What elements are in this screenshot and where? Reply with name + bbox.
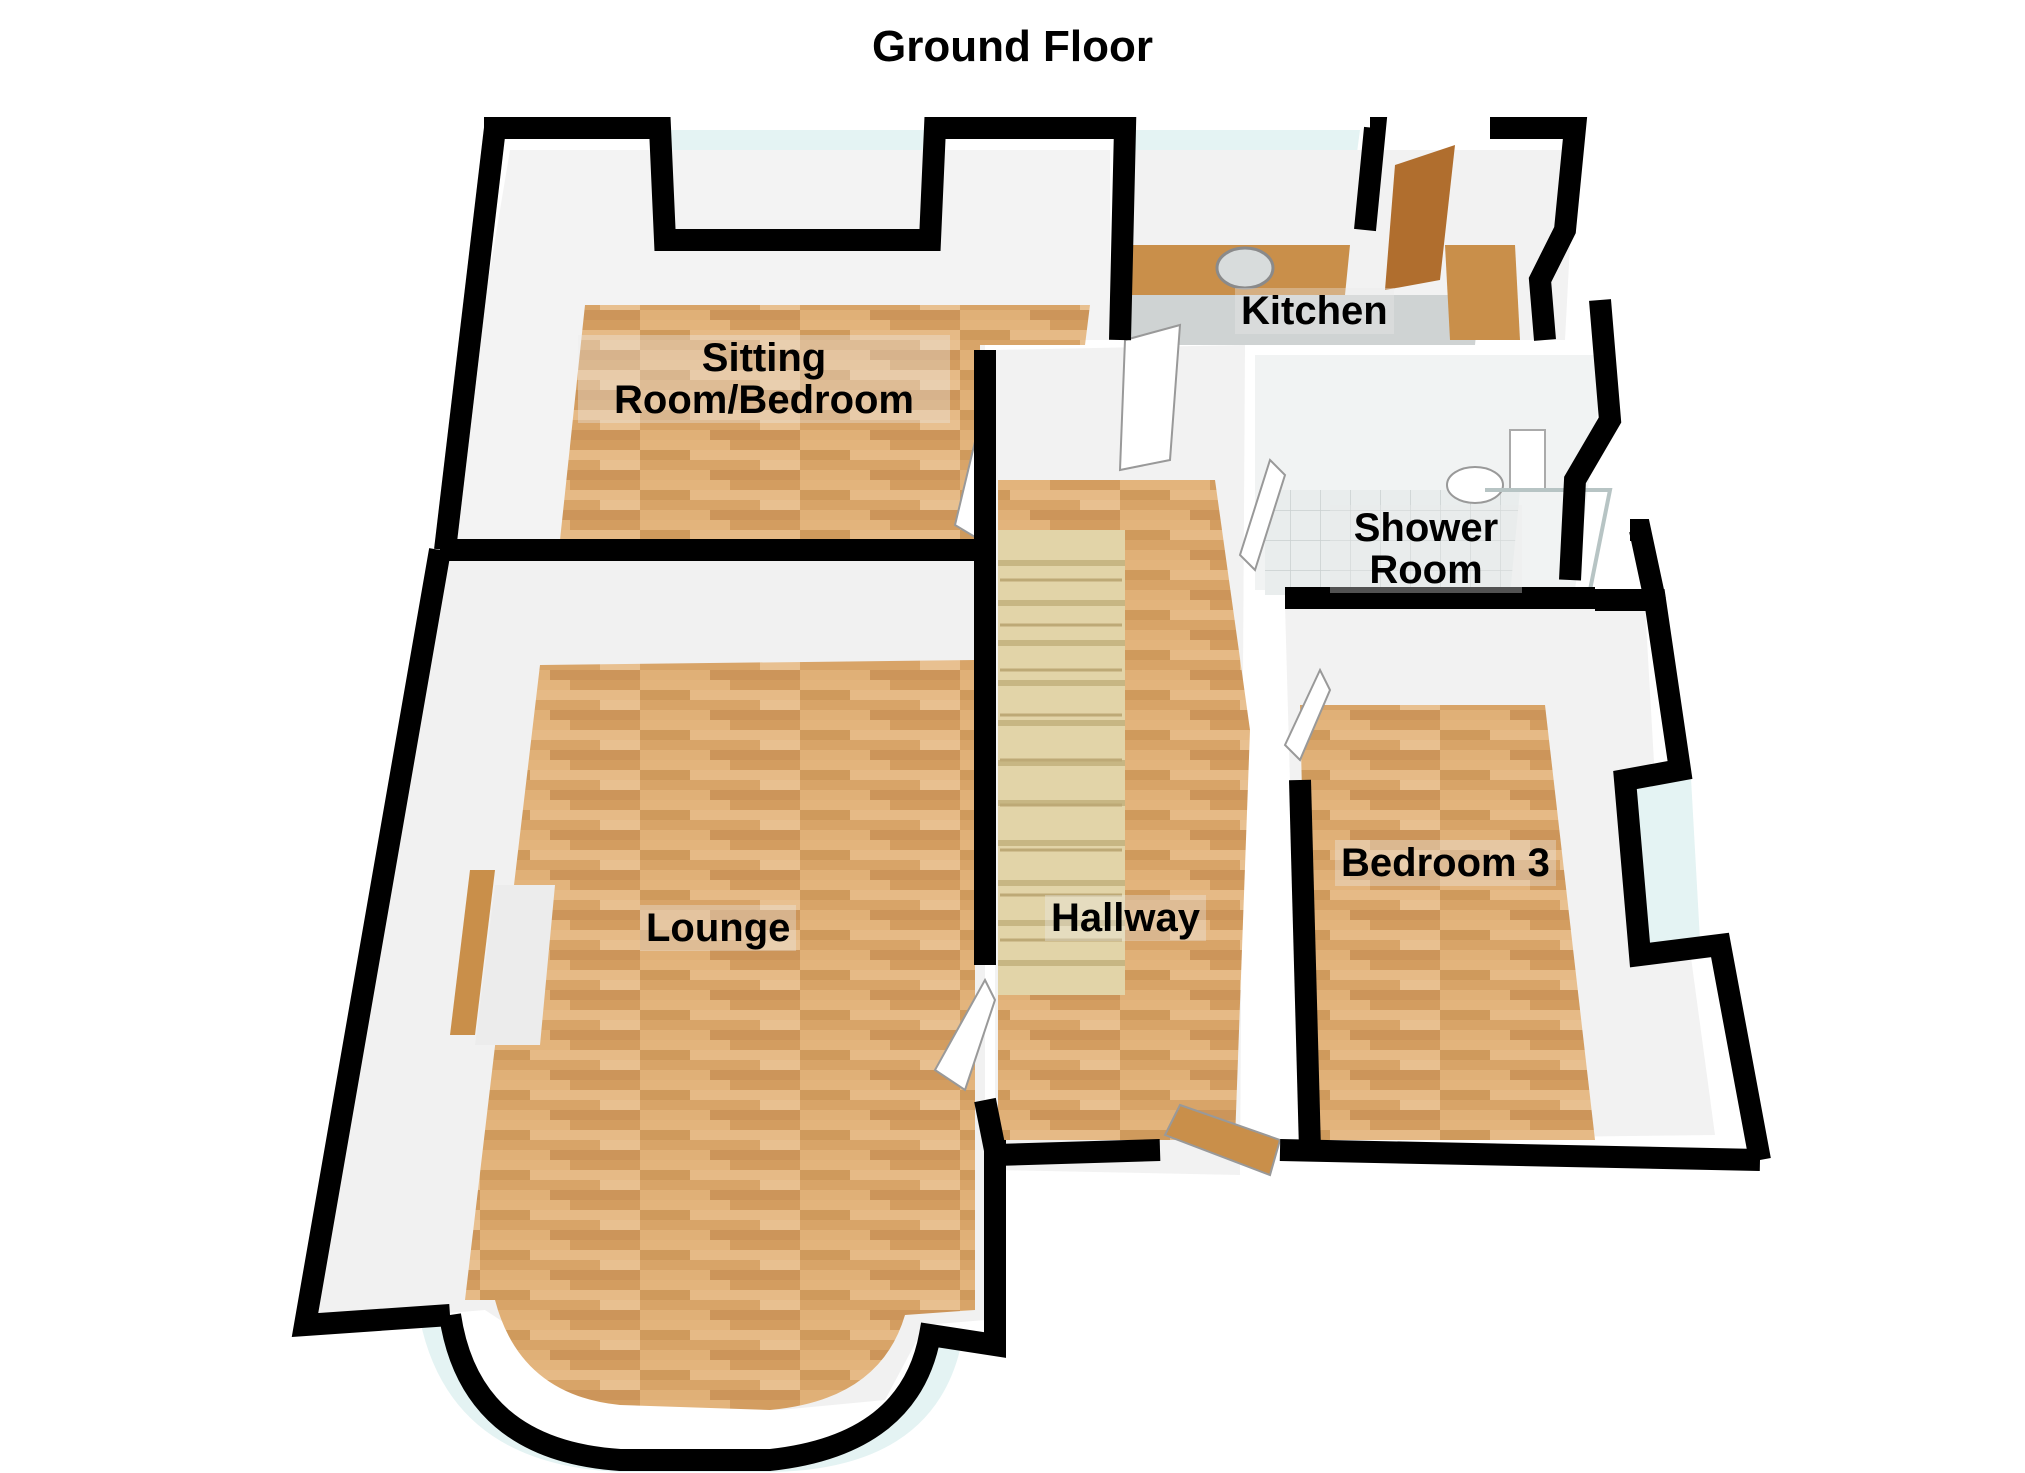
hall-bedroom-partition: [1289, 779, 1321, 1151]
kitchen-right-wall: [1490, 117, 1588, 341]
sitting-room-floor: [560, 305, 1090, 540]
lounge-outer-wall: [291, 548, 451, 1337]
shower-screen: [1485, 488, 1613, 591]
label-sitting-line1: Sitting: [701, 336, 827, 380]
sitting-room-outer-wall: [484, 117, 1137, 341]
label-sitting-line2: Room/Bedroom: [614, 378, 914, 422]
bedroom3-floor: [1300, 705, 1595, 1140]
stair-treads: [1000, 578, 1122, 942]
kitchen-units: [1120, 145, 1520, 340]
shower-right-wall: [1559, 299, 1622, 581]
lounge-door-stub: [974, 1097, 1006, 1153]
walls: [291, 117, 1771, 1471]
label-shower-room: Shower Room: [1330, 505, 1522, 593]
door-kitchen: [1118, 323, 1182, 472]
lounge-floor: [465, 660, 975, 1410]
cistern: [1509, 429, 1546, 491]
label-shower-line1: Shower: [1353, 506, 1499, 550]
door-lounge: [933, 977, 997, 1092]
back-door: [1385, 145, 1455, 290]
label-bedroom3: Bedroom 3: [1335, 840, 1556, 886]
bedroom3-upper-wall: [1629, 519, 1666, 603]
kitchen-top-wall: [1354, 117, 1388, 232]
label-kitchen: Kitchen: [1235, 288, 1394, 334]
kitchen-floor: [1125, 295, 1480, 345]
floors: [465, 295, 1595, 1410]
door-bedroom3: [1283, 667, 1332, 762]
fireplace-surround: [475, 885, 555, 1045]
label-lounge: Lounge: [640, 905, 797, 951]
stairs: [998, 530, 1125, 995]
shower-fittings: [1446, 429, 1613, 591]
label-sitting-room: Sitting Room/Bedroom: [578, 335, 950, 423]
front-door: [1163, 1103, 1282, 1177]
kitchen-side-unit: [1445, 245, 1520, 340]
label-shower-line2: Room: [1369, 548, 1483, 592]
floor-title: Ground Floor: [871, 22, 1154, 71]
kitchen-sink-icon: [1215, 246, 1275, 290]
fireplace: [450, 870, 555, 1045]
toilet-icon: [1446, 466, 1504, 504]
shower-floor: [1265, 490, 1520, 595]
hall-front-wall: [994, 1139, 1161, 1166]
lounge-bay-wall: [439, 1140, 1006, 1471]
label-hallway: Hallway: [1045, 895, 1206, 941]
fireplace-mantel: [450, 870, 495, 1035]
sitting-room-left-wall: [434, 126, 506, 552]
door-shower: [1238, 458, 1287, 572]
bedroom3-front-wall: [1279, 1139, 1761, 1171]
